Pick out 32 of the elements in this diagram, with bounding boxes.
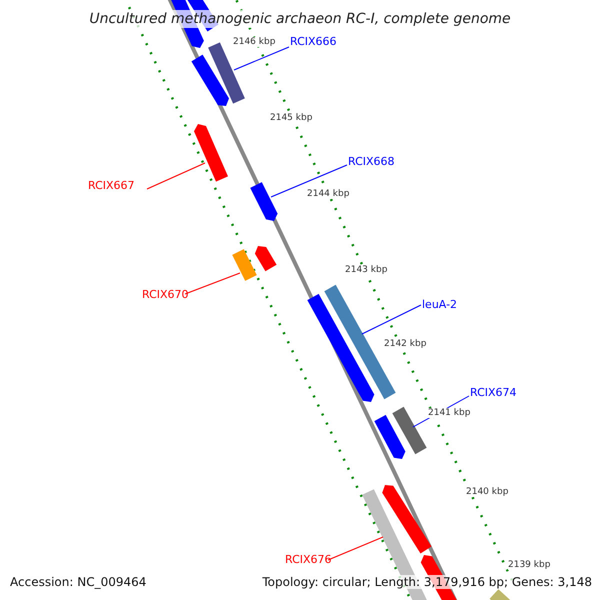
gene-label: RCIX666 xyxy=(290,35,337,48)
scale-label: 2139 kbp xyxy=(508,560,550,570)
gene-label: RCIX667 xyxy=(88,179,135,192)
scale-label: 2144 kbp xyxy=(307,189,350,199)
leader-line xyxy=(146,162,206,190)
gene-block xyxy=(392,406,427,454)
scale-label: 2146 kbp xyxy=(233,37,276,47)
gene-label: RCIX676 xyxy=(285,553,332,566)
gene-block xyxy=(194,124,228,182)
gene-block xyxy=(374,414,406,459)
gene-block xyxy=(250,182,278,221)
scale-label: 2145 kbp xyxy=(270,113,312,123)
scale-label: 2141 kbp xyxy=(428,408,470,418)
gene-block xyxy=(232,249,257,281)
gene-label: RCIX668 xyxy=(348,155,395,168)
gene-label: RCIX674 xyxy=(470,386,517,399)
footer-text: Accession: NC_009464 xyxy=(10,575,146,589)
scale-label: 2143 kbp xyxy=(345,265,388,275)
leader-line xyxy=(184,272,240,294)
scale-label: 2140 kbp xyxy=(466,487,508,497)
leader-line xyxy=(234,46,290,70)
gene-label: RCIX670 xyxy=(142,288,189,301)
gene-block xyxy=(382,485,432,554)
gene-block xyxy=(254,246,277,272)
gene-block xyxy=(307,294,374,402)
footer-text: Topology: circular; Length: 3,179,916 bp; Genes: 3,148 xyxy=(262,575,592,589)
gene-label: leuA-2 xyxy=(422,298,458,311)
gene-block xyxy=(191,54,229,106)
scale-label: 2142 kbp xyxy=(384,339,426,349)
leader-line xyxy=(270,164,348,198)
leader-line xyxy=(328,536,384,560)
leader-line xyxy=(362,304,422,334)
